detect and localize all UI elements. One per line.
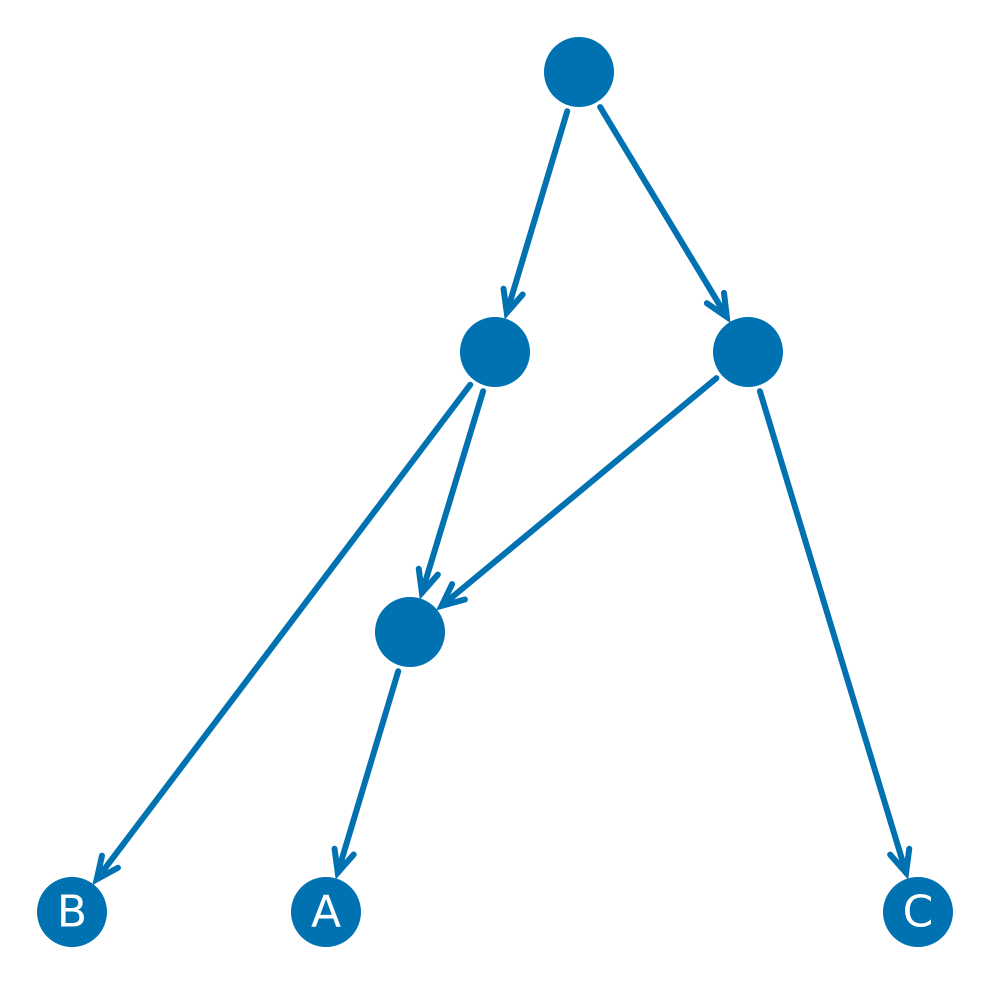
edge-line: [440, 375, 720, 608]
edge-line: [756, 388, 909, 874]
node-circle: [375, 597, 445, 667]
node-inner: [375, 597, 445, 667]
node-circle: [544, 37, 614, 107]
edge-mid-right-to-inner: [435, 375, 720, 611]
edge-inner-to-leaf-a: [331, 668, 402, 880]
arrowhead: [92, 852, 121, 886]
node-circle: [291, 877, 361, 947]
node-leaf-a: A: [291, 877, 361, 947]
node-label: C: [903, 887, 934, 938]
node-circle: [460, 317, 530, 387]
node-label: B: [57, 887, 87, 938]
node-circle: [37, 877, 107, 947]
node-mid-left: [460, 317, 530, 387]
edge-root-to-mid-left: [500, 108, 571, 320]
arrowhead: [887, 845, 913, 880]
node-leaf-b: B: [37, 877, 107, 947]
edge-mid-left-to-leaf-b: [92, 381, 474, 886]
edge-line: [504, 108, 571, 314]
node-root: [544, 37, 614, 107]
edge-mid-left-to-inner: [415, 388, 487, 600]
edge-root-to-mid-right: [597, 104, 731, 324]
edge-line: [597, 104, 729, 319]
node-label: A: [311, 887, 341, 938]
edges-layer: [92, 104, 913, 886]
edge-line: [419, 388, 487, 594]
node-circle: [713, 317, 783, 387]
edge-mid-right-to-leaf-c: [756, 388, 913, 880]
node-leaf-c: C: [883, 877, 953, 947]
node-mid-right: [713, 317, 783, 387]
arrowhead: [703, 289, 731, 324]
edge-line: [94, 381, 474, 881]
arrowhead: [331, 845, 357, 880]
arrowhead: [435, 581, 468, 611]
arrowhead: [415, 565, 441, 600]
edge-line: [335, 668, 402, 874]
arrowhead: [500, 285, 526, 320]
node-circle: [883, 877, 953, 947]
